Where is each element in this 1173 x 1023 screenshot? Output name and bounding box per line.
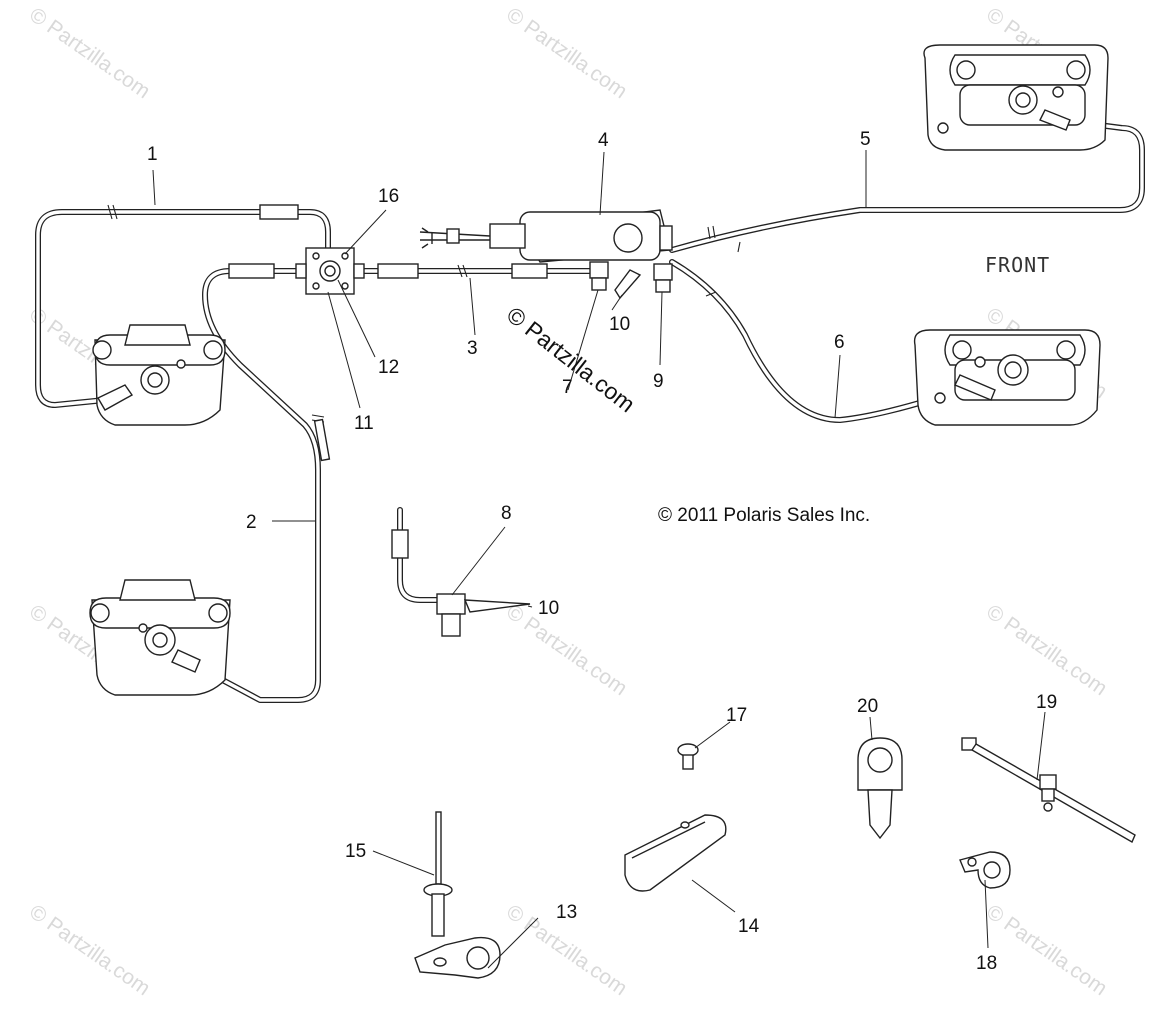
callout-19: 19 [1036, 692, 1057, 713]
master-cylinder [419, 209, 673, 300]
watermark: © Partzilla.com [982, 600, 1111, 700]
watermark: © Partzilla.com [982, 900, 1111, 1000]
callout-20: 20 [857, 696, 878, 717]
callout-16: 16 [378, 186, 399, 207]
callouts: 1 2 3 4 5 6 7 8 9 10 10 11 12 13 14 15 1… [147, 129, 1057, 974]
part-15-rivet [423, 811, 453, 937]
callout-11: 11 [354, 413, 374, 434]
caliper-rear-lower [89, 579, 231, 696]
watermark: © Partzilla.com [25, 900, 154, 1000]
part-19-cable-tie [961, 737, 1136, 843]
part-17-screw [677, 743, 699, 770]
hose-fitting-detail [391, 507, 531, 637]
callout-6: 6 [834, 332, 845, 353]
callout-14: 14 [738, 916, 760, 937]
brake-tee-block [295, 247, 365, 295]
leader-lines [152, 150, 1046, 969]
callout-1: 1 [147, 144, 158, 165]
callout-10-lower: 10 [538, 598, 559, 619]
part-13-p-clamp [414, 936, 501, 979]
caliper-front-lower [913, 329, 1101, 426]
watermarks: © Partzilla.com © Partzilla.com © Partzi… [25, 3, 1111, 1000]
front-label: FRONT [985, 253, 1050, 277]
callout-15: 15 [345, 841, 366, 862]
copyright-notice: © 2011 Polaris Sales Inc. [658, 505, 870, 526]
part-18-p-clamp [959, 851, 1011, 889]
caliper-front-upper [923, 44, 1109, 151]
watermark: © Partzilla.com [502, 600, 631, 700]
callout-18: 18 [976, 953, 997, 974]
callout-3: 3 [467, 338, 478, 359]
callout-9: 9 [653, 371, 664, 392]
part-20-clip [857, 737, 903, 840]
callout-13: 13 [556, 902, 577, 923]
watermark: © Partzilla.com [25, 3, 154, 103]
callout-5: 5 [860, 129, 871, 150]
callout-8: 8 [501, 503, 512, 524]
part-14-clip [624, 814, 727, 892]
callout-4: 4 [598, 130, 609, 151]
watermark: © Partzilla.com [502, 3, 631, 103]
callout-10-upper: 10 [609, 314, 630, 335]
callout-17: 17 [726, 705, 747, 726]
caliper-rear-upper [92, 324, 226, 426]
hoses [35, 117, 1145, 703]
callout-2: 2 [246, 512, 257, 533]
callout-7: 7 [562, 377, 573, 398]
callout-12: 12 [378, 357, 399, 378]
